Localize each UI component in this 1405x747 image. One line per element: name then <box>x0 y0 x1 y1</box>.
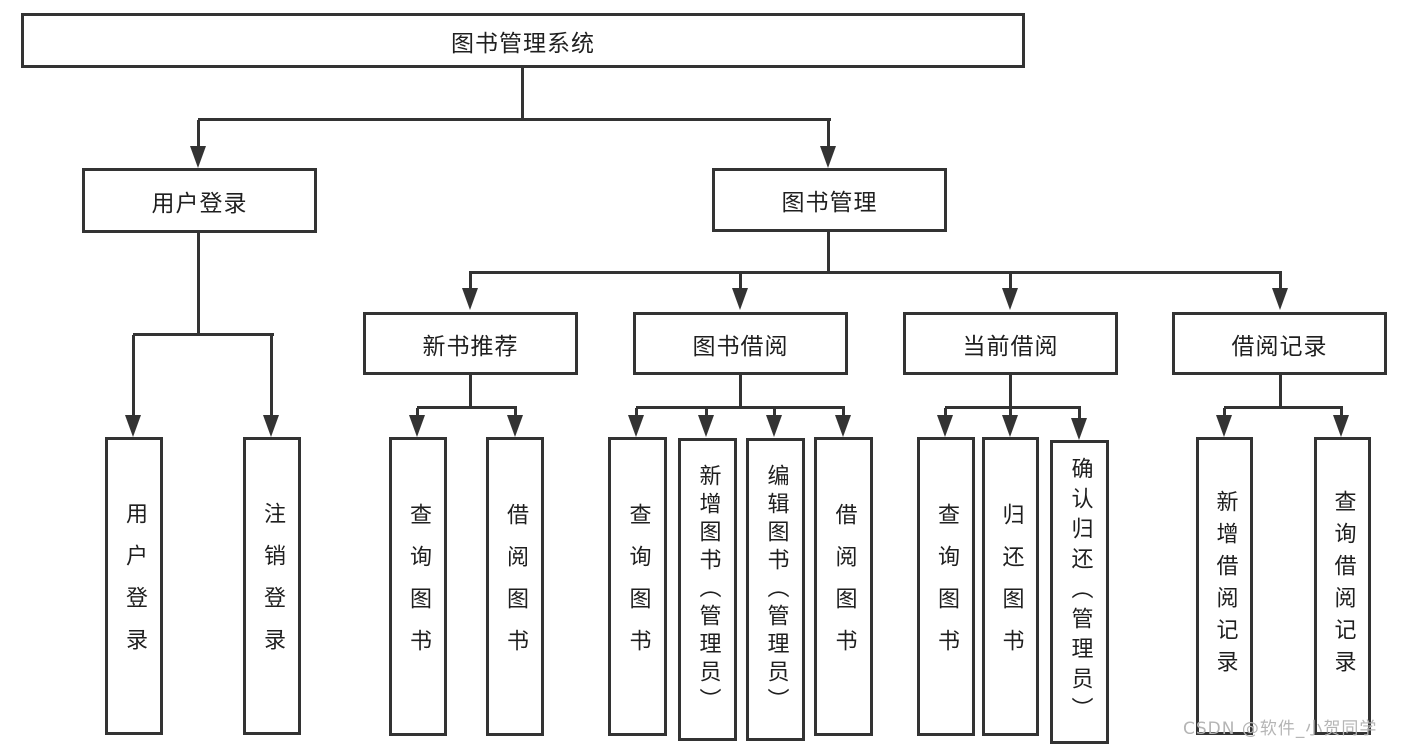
watermark-text: CSDN @软件_小贺同学 <box>1183 719 1378 739</box>
connector-book-mgmt-down <box>827 231 830 273</box>
leaf-nb-query-books: 查询图书 <box>389 437 447 736</box>
connector-user-login-spread <box>133 333 274 336</box>
connector-level3 <box>469 271 1282 274</box>
connector-borrowing-down <box>739 375 742 408</box>
connector-user-login-down <box>197 232 200 335</box>
connector-rec-query-stem <box>1340 408 1343 417</box>
arrowhead-new-books <box>462 288 478 310</box>
connector-book-mgmt-stem <box>827 120 830 148</box>
connector-new-books-stem <box>469 273 472 290</box>
connector-rec-add-stem <box>1223 408 1226 417</box>
connector-new-books-down <box>469 375 472 408</box>
node-records: 借阅记录 <box>1172 312 1387 375</box>
arrowhead-user-login <box>190 146 206 168</box>
connector-records-stem <box>1279 273 1282 290</box>
arrowhead-nb-query <box>409 415 425 437</box>
connector-current-spread <box>945 406 1081 409</box>
arrowhead-records <box>1272 288 1288 310</box>
leaf-rec-add-record: 新增借阅记录 <box>1196 437 1253 735</box>
leaf-cur-return-books: 归还图书 <box>982 437 1039 736</box>
connector-bw-edit-stem <box>773 408 776 417</box>
arrowhead-logout <box>263 415 279 437</box>
connector-login-stem <box>132 335 135 417</box>
leaf-bw-add-books-admin: 新增图书（管理员） <box>678 438 737 741</box>
leaf-logout: 注销登录 <box>243 437 301 735</box>
arrowhead-cur-confirm <box>1071 418 1087 440</box>
arrowhead-login <box>125 415 141 437</box>
arrowhead-bw-add <box>698 415 714 437</box>
arrowhead-bw-borrow <box>835 415 851 437</box>
arrowhead-book-mgmt <box>820 146 836 168</box>
node-library-system: 图书管理系统 <box>21 13 1025 68</box>
connector-new-books-spread <box>417 406 517 409</box>
arrowhead-rec-add <box>1216 415 1232 437</box>
connector-cur-confirm-stem <box>1078 408 1081 418</box>
node-book-mgmt: 图书管理 <box>712 168 947 232</box>
arrowhead-rec-query <box>1333 415 1349 437</box>
connector-records-spread <box>1224 406 1343 409</box>
connector-user-login-stem <box>197 120 200 148</box>
node-current: 当前借阅 <box>903 312 1118 375</box>
arrowhead-borrowing <box>732 288 748 310</box>
connector-current-down <box>1009 375 1012 408</box>
arrowhead-current <box>1002 288 1018 310</box>
arrowhead-bw-query <box>628 415 644 437</box>
connector-bw-query-stem <box>635 408 638 417</box>
arrowhead-cur-return <box>1002 415 1018 437</box>
node-borrowing: 图书借阅 <box>633 312 848 375</box>
connector-current-stem <box>1009 273 1012 290</box>
connector-level2 <box>198 118 831 121</box>
node-user-login: 用户登录 <box>82 168 317 233</box>
arrowhead-bw-edit <box>766 415 782 437</box>
connector-borrowing-spread <box>636 406 845 409</box>
connector-cur-return-stem <box>1009 408 1012 417</box>
leaf-bw-borrow-books: 借阅图书 <box>814 437 873 736</box>
connector-nb-query-stem <box>416 408 419 417</box>
node-new-books: 新书推荐 <box>363 312 578 375</box>
leaf-bw-edit-books-admin: 编辑图书（管理员） <box>746 438 805 741</box>
arrowhead-cur-query <box>937 415 953 437</box>
connector-records-down <box>1279 375 1282 408</box>
arrowhead-nb-borrow <box>507 415 523 437</box>
leaf-cur-confirm-return-admin: 确认归还（管理员） <box>1050 440 1109 744</box>
connector-logout-stem <box>270 335 273 417</box>
connector-cur-query-stem <box>944 408 947 417</box>
leaf-bw-query-books: 查询图书 <box>608 437 667 736</box>
leaf-nb-borrow-books: 借阅图书 <box>486 437 544 736</box>
connector-nb-borrow-stem <box>514 408 517 417</box>
connector-root-stub <box>521 68 524 120</box>
leaf-user-login: 用户登录 <box>105 437 163 735</box>
leaf-rec-query-record: 查询借阅记录 <box>1314 437 1371 735</box>
leaf-cur-query-books: 查询图书 <box>917 437 975 736</box>
connector-borrowing-stem <box>739 273 742 290</box>
connector-bw-borrow-stem <box>842 408 845 417</box>
connector-bw-add-stem <box>705 408 708 417</box>
